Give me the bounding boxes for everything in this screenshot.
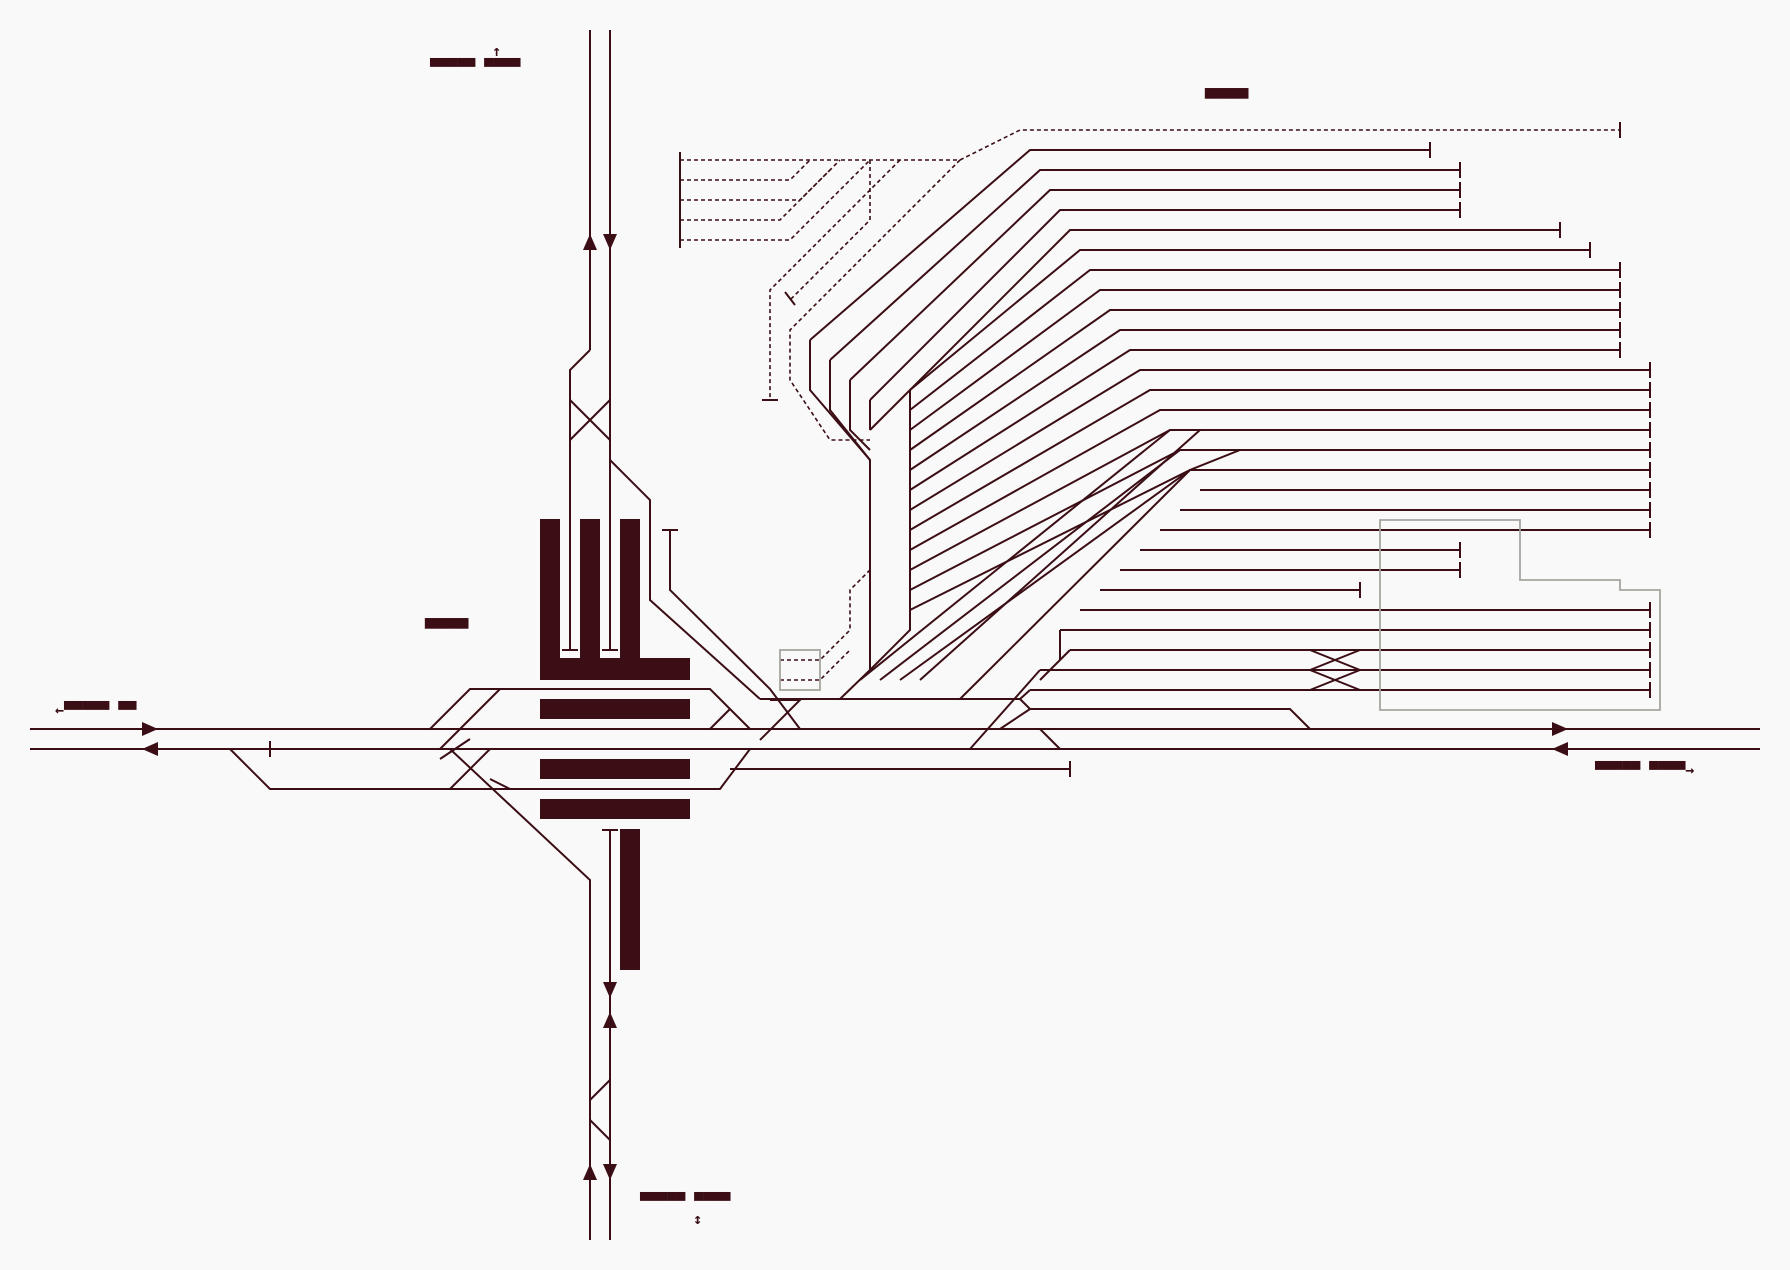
arrow-south-up-1 <box>603 1012 617 1028</box>
disused-sidings <box>679 122 1621 681</box>
platform-bay-2 <box>580 519 600 659</box>
arrow-north-down <box>603 234 617 250</box>
arrow-south-up-2 <box>583 1164 597 1180</box>
north-arrow-glyph: ↑ <box>492 42 501 60</box>
east-label: ▀▀▀▀▀ ▀▀▀▀→ <box>1594 760 1694 779</box>
depot-outline <box>1379 519 1661 711</box>
mainline-tracks <box>30 688 1760 790</box>
west-label: ←▀▀▀▀▀ ▀▀ <box>55 700 137 719</box>
labels: ▀▀▀▀▀ ▀▀▀▀ ↑ ▀▀▀▀▀ ▀▀▀▀ ↕ ←▀▀▀▀▀ ▀▀ ▀▀▀▀… <box>55 42 1694 1228</box>
platform-main-3 <box>540 799 690 819</box>
arrow-south-down-1 <box>603 982 617 998</box>
direction-arrows <box>142 234 1568 1180</box>
platform-connector <box>540 658 690 680</box>
arrow-east-in <box>1552 722 1568 736</box>
platform-bay-3 <box>620 519 640 680</box>
north-label: ▀▀▀▀▀ ▀▀▀▀ <box>429 57 521 76</box>
arrow-north-up <box>583 234 597 250</box>
platform-south <box>620 829 640 970</box>
small-outline <box>779 649 821 691</box>
arrow-east-out <box>1552 742 1568 756</box>
arrow-west-in <box>142 722 158 736</box>
station-label: ▀▀▀▀ <box>424 618 470 640</box>
arrow-west-out <box>142 742 158 756</box>
station-platforms <box>540 519 690 970</box>
platform-bay-1 <box>540 519 560 680</box>
south-line-tracks <box>449 748 618 1240</box>
arrow-south-down-2 <box>603 1164 617 1180</box>
yard-tracks <box>760 142 1651 750</box>
platform-main-1 <box>540 699 690 719</box>
yard-label: ▀▀▀▀ <box>1204 88 1250 110</box>
south-arrow-glyph: ↕ <box>693 1210 702 1228</box>
yard-buffer-stops <box>1359 142 1651 698</box>
area-outlines <box>779 519 1661 711</box>
platform-main-2 <box>540 759 690 779</box>
south-label: ▀▀▀▀▀ ▀▀▀▀ <box>639 1191 731 1210</box>
